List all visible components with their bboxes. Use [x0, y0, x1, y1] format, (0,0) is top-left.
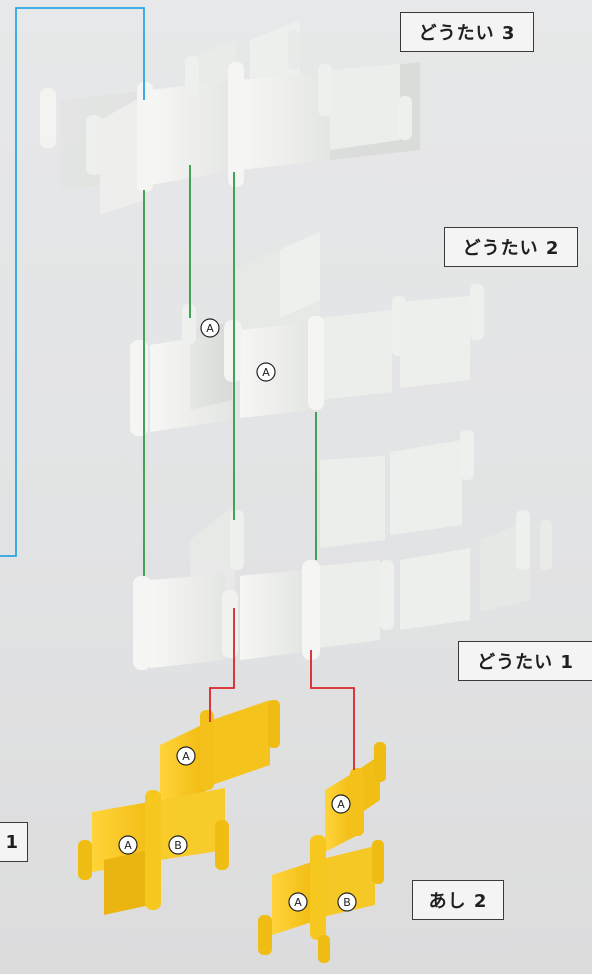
body-part-3	[40, 20, 420, 215]
label-leg-2: あし 2	[412, 880, 504, 920]
callout-b: B	[338, 893, 356, 911]
blue-connector	[0, 8, 144, 556]
callout-a: A	[332, 795, 350, 813]
callout-a: A	[177, 747, 195, 765]
callout-a: A	[119, 836, 137, 854]
body-part-2	[130, 230, 484, 436]
callout-a-text: A	[124, 839, 132, 852]
callout-a-text: A	[294, 896, 302, 909]
red-connector-2	[311, 650, 354, 770]
callout-a: A	[257, 363, 275, 381]
label-leg-1: 1	[0, 822, 28, 862]
callout-a-text: A	[262, 366, 270, 379]
label-body-1: どうたい 1	[458, 641, 592, 681]
leg-part-1	[78, 700, 280, 915]
body-part-1	[133, 430, 552, 670]
callout-a-text: A	[206, 322, 214, 335]
callout-a-text: A	[182, 750, 190, 763]
callout-a: A	[201, 319, 219, 337]
callout-b-text: B	[343, 896, 351, 909]
leg-part-2	[258, 742, 386, 963]
label-body-3: どうたい 3	[400, 12, 534, 52]
callout-b: B	[169, 836, 187, 854]
label-body-2: どうたい 2	[444, 227, 578, 267]
callout-a: A	[289, 893, 307, 911]
callout-a-text: A	[337, 798, 345, 811]
callout-b-text: B	[174, 839, 182, 852]
